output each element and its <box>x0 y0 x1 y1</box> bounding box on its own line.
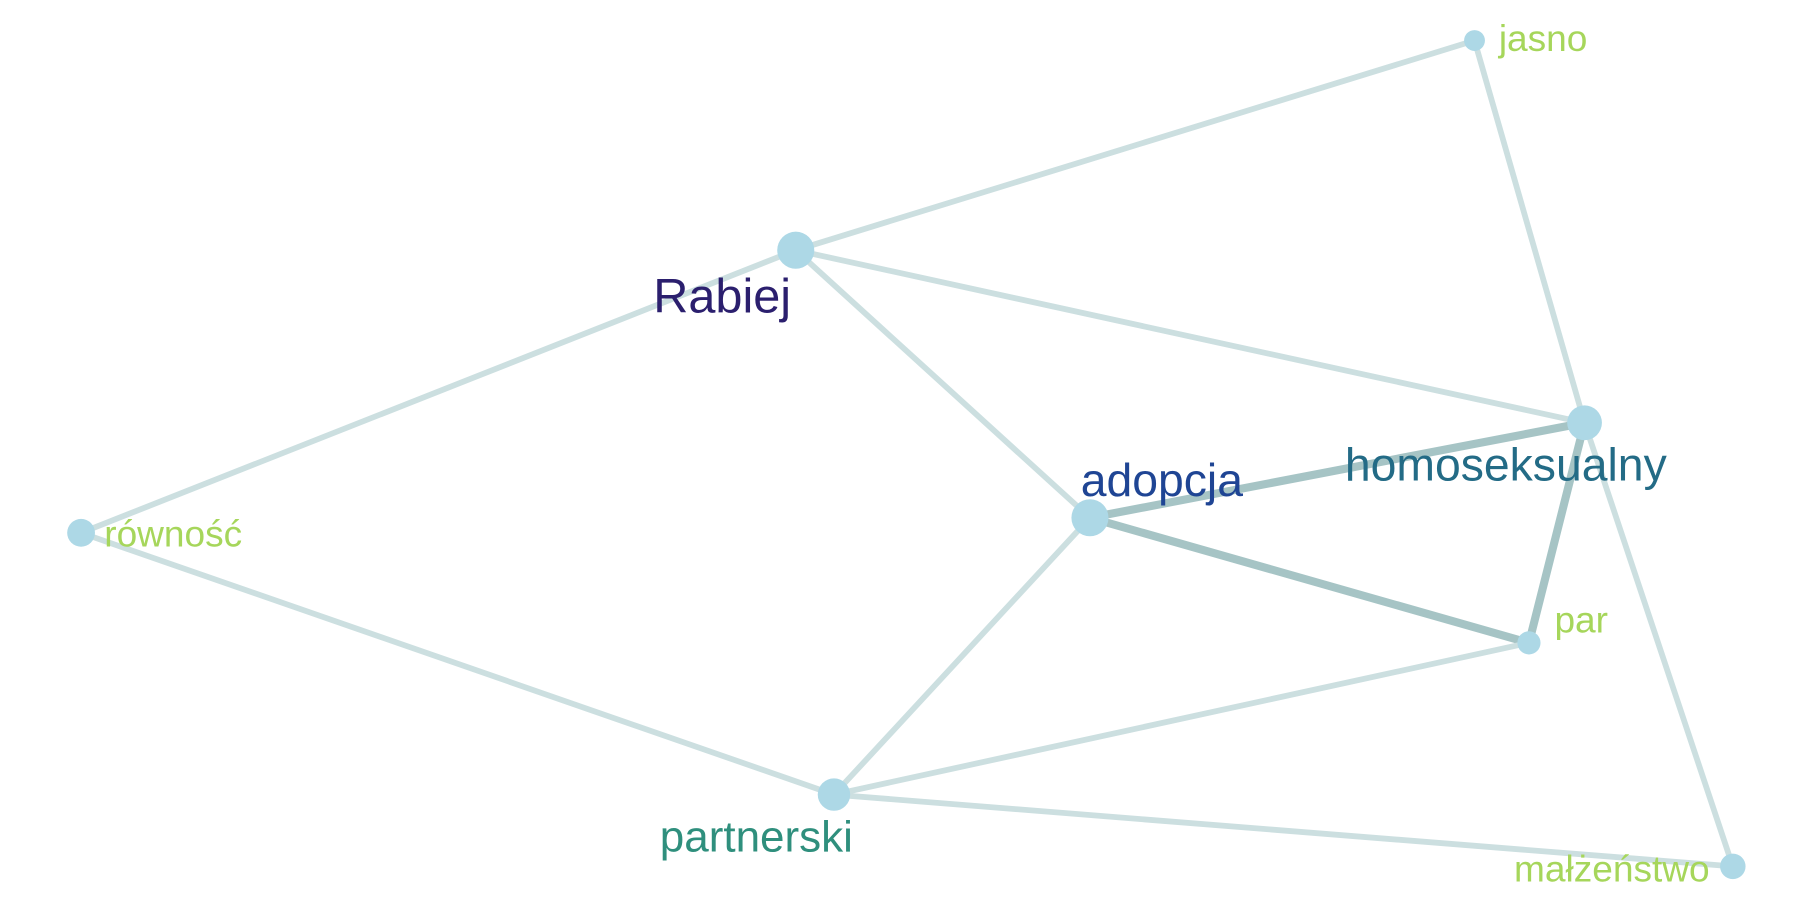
edge-rabiej-rownosc <box>78 247 799 536</box>
node-label-adopcja: adopcja <box>1081 454 1244 506</box>
edge-partnerski-par <box>831 639 1532 798</box>
node-rabiej[interactable] <box>777 231 815 269</box>
edge-rabiej-adopcja <box>792 247 1093 521</box>
edge-jasno-homoseksualny <box>1471 37 1588 426</box>
graph-edges <box>78 37 1736 870</box>
node-par[interactable] <box>1517 631 1541 655</box>
node-label-rabiej: Rabiej <box>653 270 791 324</box>
edge-rabiej-homoseksualny <box>792 247 1588 426</box>
graph-nodes <box>67 30 1746 880</box>
node-adopcja[interactable] <box>1071 499 1109 537</box>
edge-adopcja-par <box>1085 513 1534 647</box>
node-label-par: par <box>1554 598 1608 640</box>
graph-labels: Rabiej adopcja homoseksualny partnerski równ… <box>104 17 1709 890</box>
edge-homoseksualny-par <box>1524 418 1589 647</box>
node-jasno[interactable] <box>1464 30 1485 51</box>
edge-rabiej-jasno <box>792 37 1478 254</box>
node-label-jasno: jasno <box>1498 17 1588 59</box>
node-partnerski[interactable] <box>817 778 851 811</box>
edge-adopcja-partnerski <box>831 514 1093 798</box>
edge-homoseksualny-malzenstwo <box>1581 419 1736 870</box>
edge-adopcja-homoseksualny <box>1085 418 1589 522</box>
node-label-rownosc: równość <box>104 513 242 555</box>
edge-partnerski-malzenstwo <box>831 791 1736 870</box>
node-homoseksualny[interactable] <box>1567 405 1602 441</box>
node-malzenstwo[interactable] <box>1720 853 1746 880</box>
node-label-partnerski: partnerski <box>660 812 853 861</box>
edge-rownosc-partnerski <box>78 529 837 798</box>
node-label-malzenstwo: małżeństwo <box>1514 847 1710 889</box>
node-rownosc[interactable] <box>67 518 95 547</box>
node-label-homoseksualny: homoseksualny <box>1345 439 1668 491</box>
